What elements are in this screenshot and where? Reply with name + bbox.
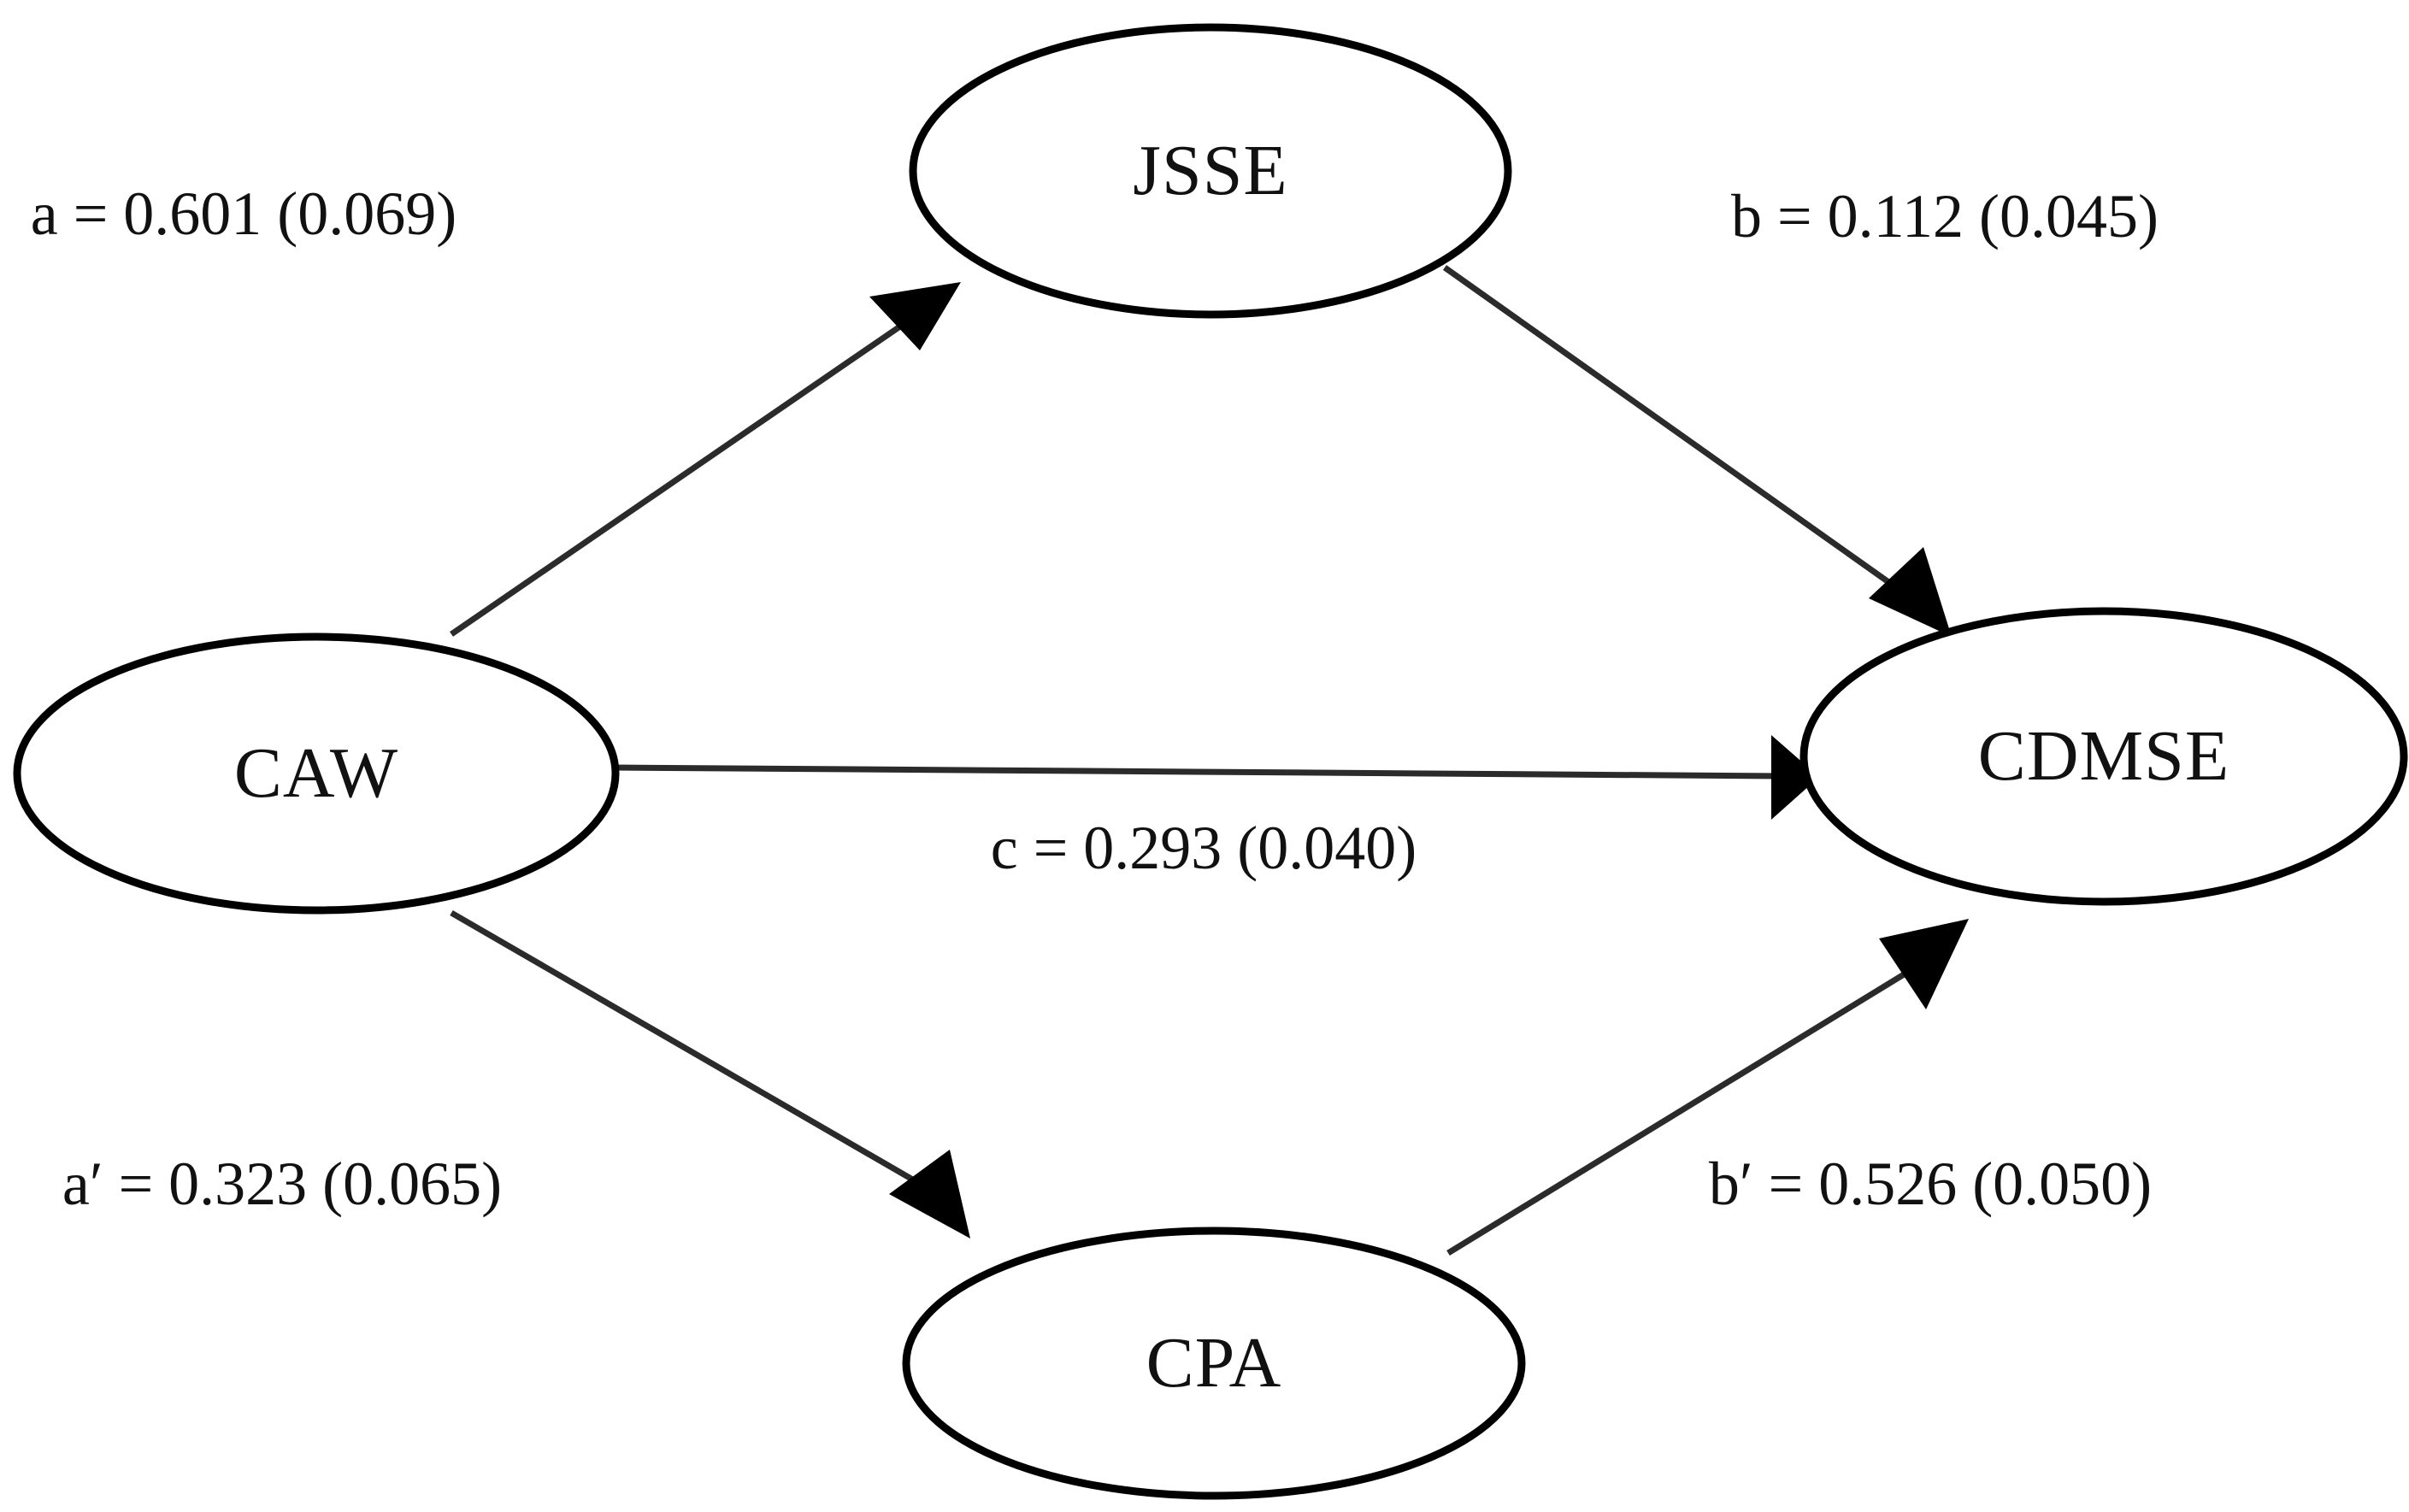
edge-a-arrowhead (869, 282, 961, 350)
node-label-cpa: CPA (1146, 1323, 1282, 1403)
node-label-caw: CAW (233, 733, 399, 813)
edge-c-arrowhead (1771, 735, 1819, 820)
edge-a-line (450, 299, 938, 637)
edge-label-a: a = 0.601 (0.069) (30, 179, 457, 248)
node-cdmse-ellipse[interactable] (1799, 607, 2408, 906)
edge-a-prime-line (450, 909, 934, 1194)
edge-a (450, 282, 961, 637)
node-label-cdmse: CDMSE (1977, 716, 2230, 796)
edge-b-prime-line (1446, 957, 1929, 1256)
node-caw-ellipse[interactable] (13, 632, 620, 915)
edge-a-prime (450, 909, 970, 1238)
edge-b (1442, 265, 1952, 637)
edge-b-arrowhead (1869, 547, 1952, 637)
node-label-jsse: JSSE (1133, 131, 1288, 210)
edge-c (613, 735, 1819, 820)
node-jsse-ellipse[interactable] (909, 23, 1512, 319)
edge-label-a-prime: a′ = 0.323 (0.065) (62, 1150, 503, 1218)
edge-label-c: c = 0.293 (0.040) (990, 814, 1417, 882)
node-cpa-ellipse[interactable] (902, 1227, 1526, 1500)
edge-c-line (613, 764, 1783, 780)
edge-label-b: b = 0.112 (0.045) (1731, 182, 2159, 250)
edge-b-line (1442, 265, 1914, 601)
edge-b-prime (1446, 919, 1969, 1256)
edge-a-prime-arrowhead (889, 1150, 970, 1238)
edge-b-prime-arrowhead (1879, 919, 1969, 1009)
edge-label-b-prime: b′ = 0.526 (0.050) (1708, 1150, 2153, 1218)
